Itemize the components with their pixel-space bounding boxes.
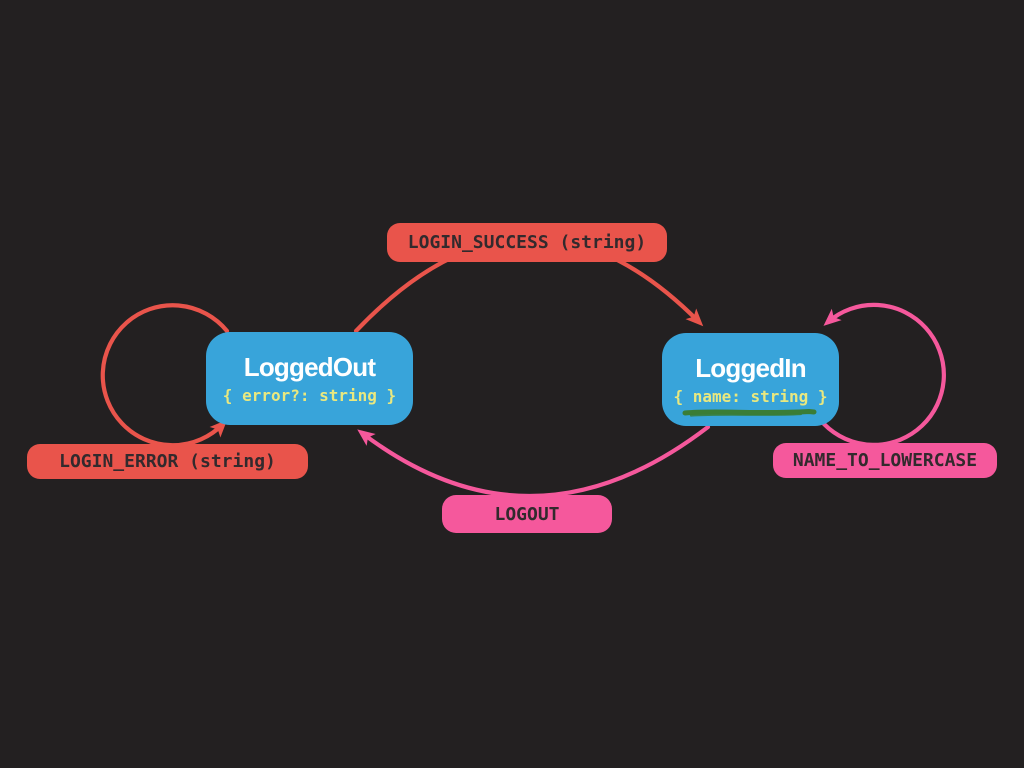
green-marker-underline (682, 408, 817, 417)
event-label-name-to-lowercase: NAME_TO_LOWERCASE (773, 443, 997, 478)
event-label-text: LOGIN_ERROR (string) (59, 451, 276, 472)
event-label-text: LOGIN_SUCCESS (string) (407, 232, 647, 253)
edge-logout (357, 424, 711, 499)
event-label-logout: LOGOUT (442, 495, 612, 533)
state-node-logged-out: LoggedOut { error?: string } (206, 332, 413, 425)
state-context-schema: { name: string } (673, 386, 828, 406)
state-title: LoggedIn (695, 352, 806, 383)
state-context-schema: { error?: string } (222, 385, 397, 405)
event-label-login-success: LOGIN_SUCCESS (string) (387, 223, 667, 262)
event-label-text: NAME_TO_LOWERCASE (792, 450, 978, 471)
state-title: LoggedOut (243, 351, 376, 382)
state-node-logged-in: LoggedIn { name: string } (662, 333, 839, 426)
event-label-text: LOGOUT (494, 503, 560, 525)
event-label-login-error: LOGIN_ERROR (string) (27, 444, 308, 479)
edge-name-to-lowercase-self-loop (821, 302, 946, 447)
